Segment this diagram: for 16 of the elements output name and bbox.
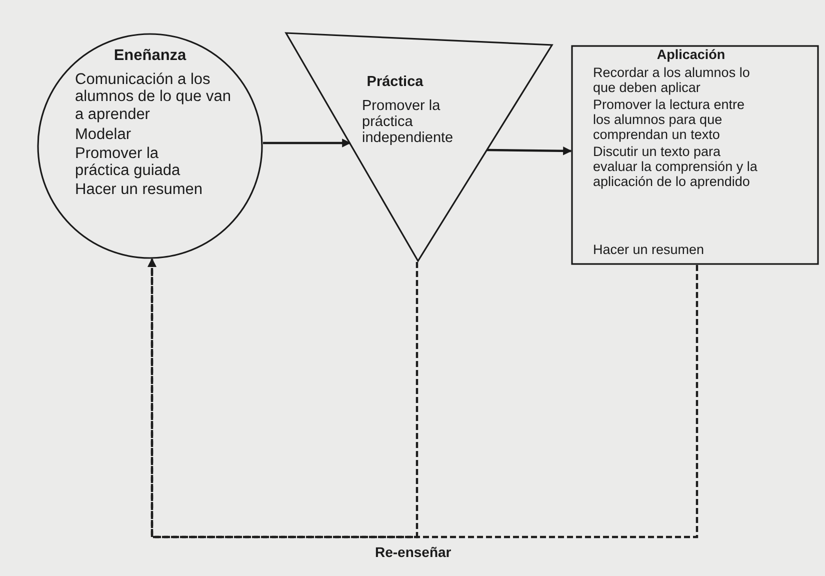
node-text: Hacer un resumen: [593, 242, 706, 258]
node-text: Promover la lectura entre los alumnos para que comprendan un texto: [593, 97, 746, 142]
dashed-arrow: [148, 258, 698, 538]
loop-label: Re-enseñar: [375, 544, 452, 560]
node-heading: Aplicación: [656, 47, 726, 62]
arrow: [263, 138, 351, 148]
node-text: Modelar: [75, 126, 131, 144]
arrow: [486, 146, 572, 156]
node-text: Hacer un resumen: [75, 181, 203, 198]
node-text: Comunicación a los alumnos de lo que van a aprender: [75, 71, 232, 124]
node-text: Recordar a los alumnos lo que deben aplicar: [593, 65, 751, 96]
node-text: Discutir un texto para evaluar la comprensión y la aplicación de lo aprendido: [593, 144, 758, 190]
node-heading: Eneñanza: [112, 47, 188, 64]
node-heading: Práctica: [366, 74, 424, 90]
node-text: Promover la práctica guiada: [75, 145, 182, 180]
node-text: Promover la práctica independiente: [362, 98, 454, 147]
